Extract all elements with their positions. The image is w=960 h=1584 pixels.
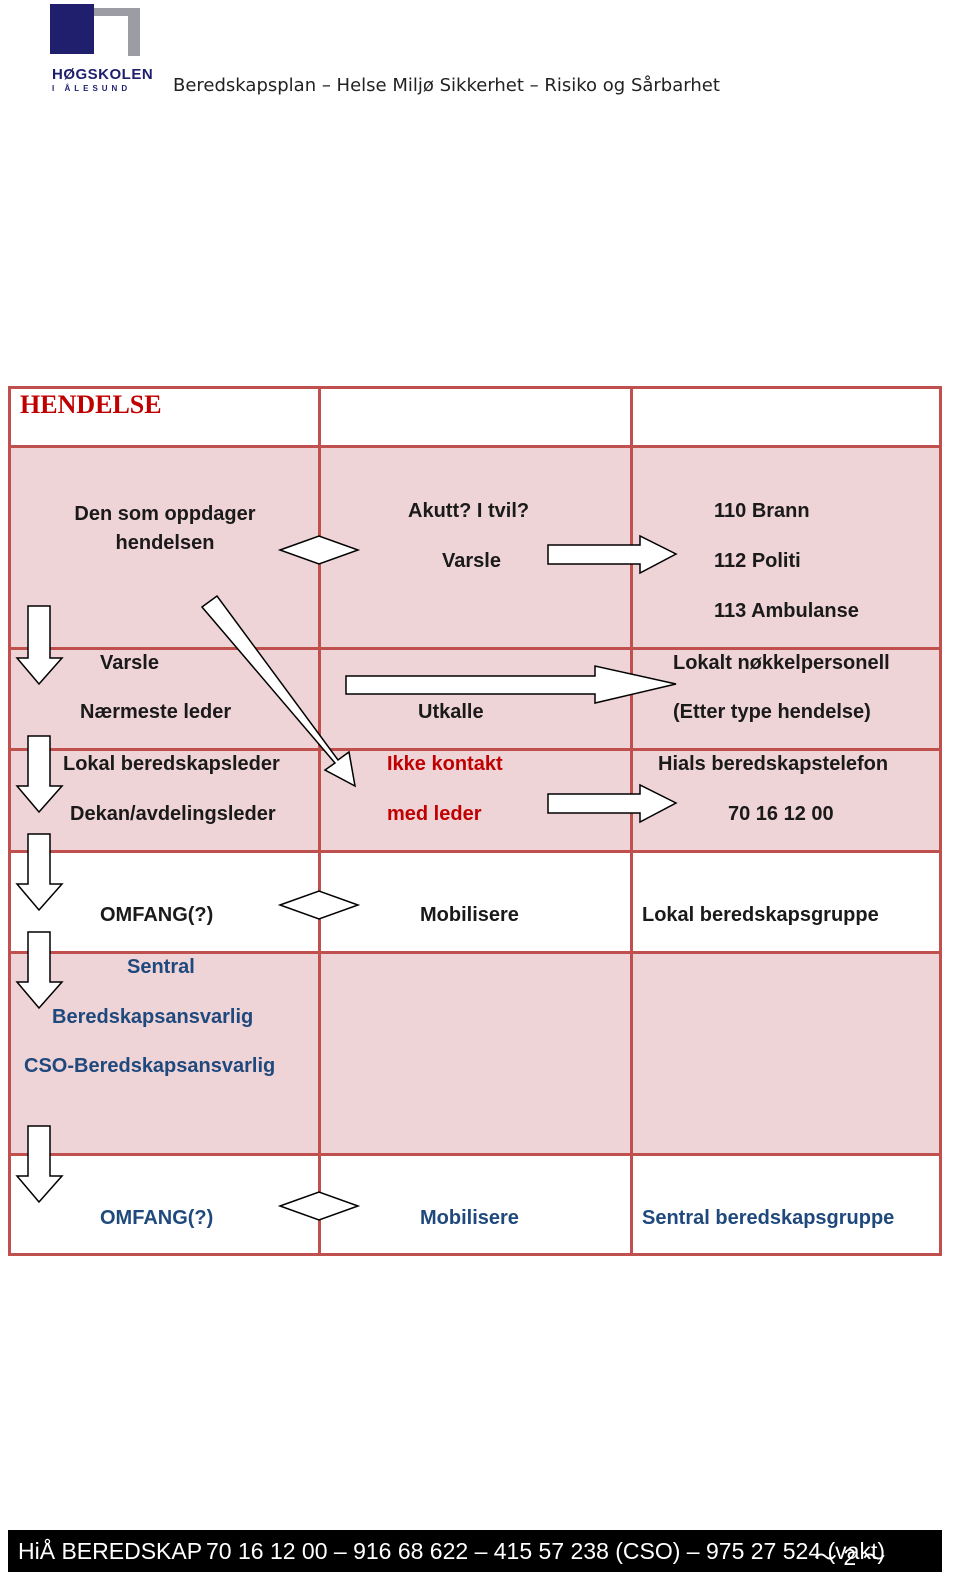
central-emergency-group: Sentral beredskapsgruppe [642, 1207, 895, 1229]
scope-label: OMFANG(?) [100, 904, 214, 926]
central-label: Sentral [127, 956, 195, 978]
row-border [8, 951, 942, 954]
row-5-fill [8, 952, 942, 1154]
row-border [8, 748, 942, 751]
dean-leader: Dekan/avdelingsleder [70, 803, 276, 825]
page-number: ～ 2 ～ [814, 1544, 886, 1570]
row-border [8, 445, 942, 448]
mobilize-label: Mobilisere [420, 904, 519, 926]
ambulance-number: 113 Ambulanse [714, 600, 859, 622]
with-leader-label: med leder [387, 803, 482, 825]
row-border [8, 386, 942, 389]
discoverer-text: Den som oppdager hendelsen [74, 503, 256, 554]
footer-label: HiÅ BEREDSKAP [18, 1538, 203, 1564]
fire-number: 110 Brann [714, 500, 810, 522]
by-incident-type: (Etter type hendelse) [673, 701, 871, 723]
scope-label-2: OMFANG(?) [100, 1207, 214, 1229]
incident-heading: HENDELSE [20, 390, 162, 419]
hials-phone-number: 70 16 12 00 [728, 803, 834, 825]
mobilize-label-2: Mobilisere [420, 1207, 519, 1229]
row-border [8, 1153, 942, 1156]
col-border [318, 386, 321, 1256]
col-border [939, 386, 942, 1256]
logo-text: HØGSKOLEN [52, 66, 154, 83]
hials-phone-label: Hials beredskapstelefon [658, 753, 889, 775]
emergency-responsible: Beredskapsansvarlig [52, 1006, 254, 1028]
acute-label: Akutt? I tvil? [408, 500, 530, 522]
local-key-personnel: Lokalt nøkkelpersonell [673, 652, 890, 674]
local-emergency-group: Lokal beredskapsgruppe [642, 904, 879, 926]
col-border [8, 386, 11, 1256]
row-1-fill [8, 447, 942, 648]
row-border [8, 850, 942, 853]
callout-label: Utkalle [418, 701, 484, 723]
nearest-leader: Nærmeste leder [80, 701, 232, 723]
local-emergency-leader: Lokal beredskapsleder [63, 753, 280, 775]
logo-navy-square [50, 4, 94, 54]
row-border [8, 1253, 942, 1256]
col-border [630, 386, 633, 1256]
notify-label: Varsle [442, 550, 501, 572]
logo-subtext: I ÅLESUND [52, 84, 132, 93]
row-border [8, 647, 942, 650]
flowchart-table [8, 386, 942, 1256]
no-contact-label: Ikke kontakt [387, 753, 503, 775]
document-title: Beredskapsplan – Helse Miljø Sikkerhet –… [173, 75, 720, 96]
row-3-fill [8, 749, 942, 851]
logo-white-inset [94, 16, 128, 56]
cso-responsible: CSO-Beredskapsansvarlig [24, 1055, 276, 1077]
police-number: 112 Politi [714, 550, 801, 572]
discoverer-label: Den som oppdager hendelsen [62, 500, 268, 558]
logo: HØGSKOLEN I ÅLESUND [48, 2, 153, 94]
footer-bar: HiÅ BEREDSKAP 70 16 12 00 – 916 68 622 –… [8, 1530, 942, 1572]
notify-label-2: Varsle [100, 652, 159, 674]
footer-phones: 70 16 12 00 – 916 68 622 – 415 57 238 (C… [206, 1538, 885, 1564]
